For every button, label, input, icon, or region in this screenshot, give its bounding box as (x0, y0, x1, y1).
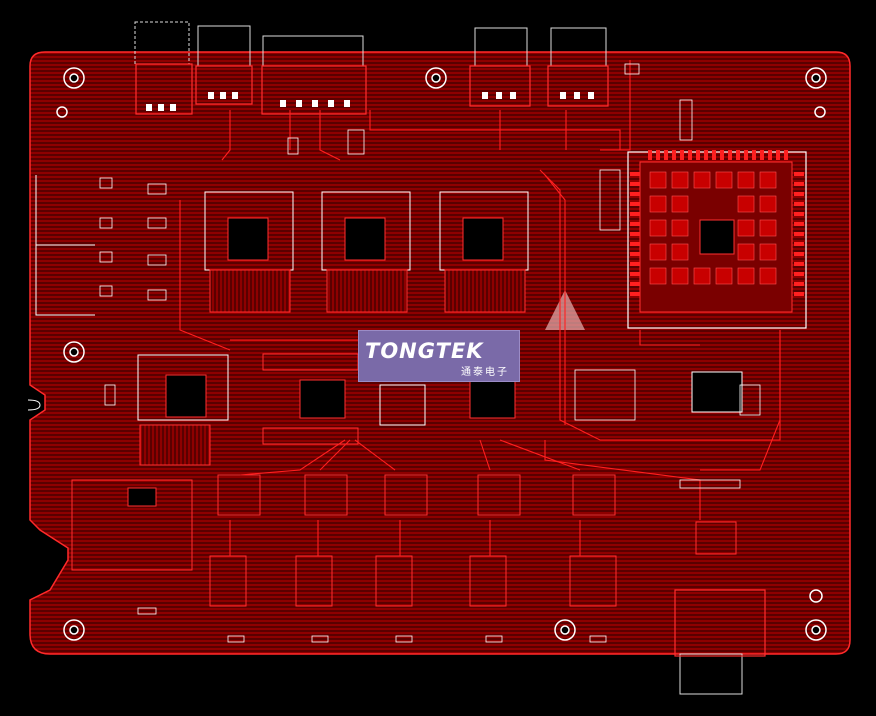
brand-logo-text: TONGTEK (365, 339, 484, 363)
brand-logo-subtitle: 通泰电子 (461, 367, 509, 378)
mcu-chip (627, 150, 807, 329)
brand-logo: TONGTEK 通泰电子 (358, 330, 520, 382)
left-edge-connector (27, 175, 95, 411)
middle-ics (262, 290, 743, 445)
traces (179, 60, 781, 556)
mounting-holes (56, 67, 827, 641)
silk-components (99, 63, 761, 643)
output-blocks (209, 474, 737, 607)
connector-pins (146, 92, 594, 111)
power-module (71, 354, 229, 571)
driver-blocks (204, 191, 529, 313)
connector-bodies (135, 63, 766, 657)
